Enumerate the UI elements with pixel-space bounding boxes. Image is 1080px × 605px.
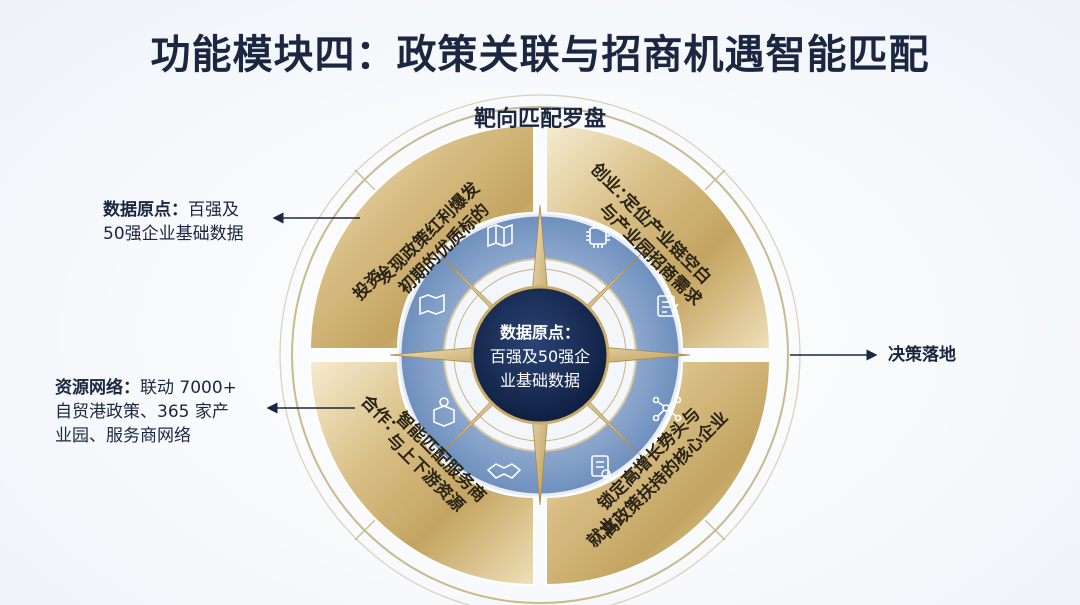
handshake-icon [486,463,522,479]
map-icon [487,223,513,248]
left-bottom-label: 资源网络： [55,378,140,398]
left-bottom-text-3: 业园、服务商网络 [55,426,191,446]
center-disc [470,285,610,425]
left-top-note: 数据原点：百强及 50强企业基础数据 [103,198,278,246]
compass-title: 靶向匹配罗盘 [474,106,606,132]
page-title: 功能模块四：政策关联与招商机遇智能匹配 [150,32,930,78]
chip-icon [586,224,610,248]
left-top-text-1: 百强及 [188,200,239,220]
quadrant-employ [545,360,772,587]
quadrant-cooperate [308,360,535,587]
outer-ring [291,106,789,604]
right-note: 决策落地 [888,345,956,365]
gold-ring [308,123,772,587]
left-top-label: 数据原点： [103,200,188,220]
left-bottom-text-1: 联动 7000+ [140,378,237,398]
quadrant-startup [545,123,772,350]
location-icon [433,397,455,427]
network-icon [652,396,682,422]
center-line-1: 数据原点： [500,323,580,342]
left-bottom-text-2: 自贸港政策、365 家产 [55,402,229,422]
map-fold-icon [419,293,445,316]
center-line-2: 百强及50强企 [490,347,590,366]
quadrant-invest [308,123,535,350]
report-icon [591,455,611,479]
document-edit-icon [657,295,679,317]
left-bottom-note: 资源网络：联动 7000+ 自贸港政策、365 家产 业园、服务商网络 [55,376,270,448]
left-top-text-2: 50强企业基础数据 [103,224,244,244]
center-line-3: 业基础数据 [500,371,580,390]
